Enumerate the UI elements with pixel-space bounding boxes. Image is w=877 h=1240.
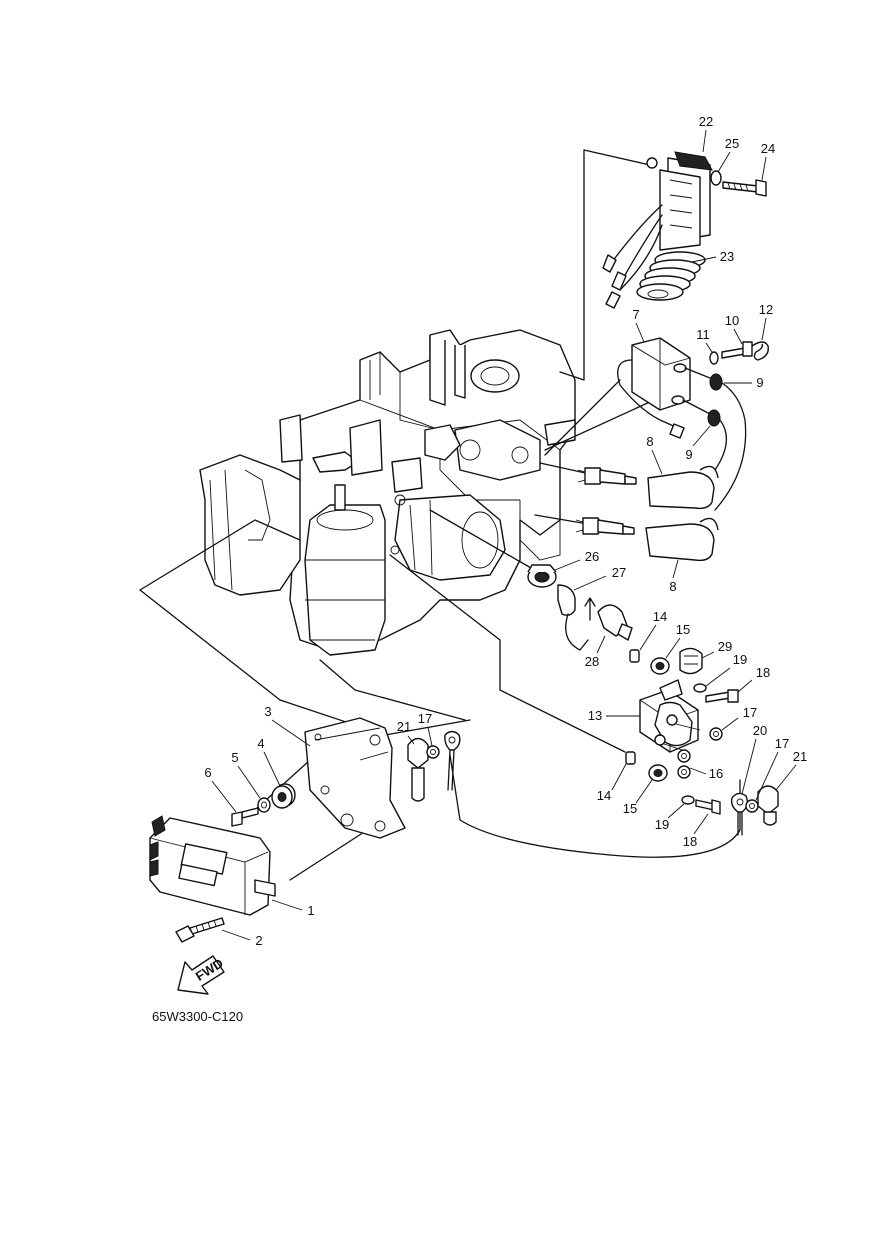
relay-nut [677,749,691,779]
cdi-collar [257,797,271,813]
callout-15-lower: 15 [623,801,637,816]
callout-8-lower: 8 [669,579,676,594]
collar-pin-lower [625,751,636,765]
callout-25: 25 [725,136,739,151]
callout-14-lower: 14 [597,788,611,803]
callout-9-lower: 9 [685,447,692,462]
callout-19-lower: 19 [655,817,669,832]
callout-14-upper: 14 [653,609,667,624]
thermo-cover [584,597,633,641]
terminal-cover-right [757,785,779,826]
callout-15-upper: 15 [676,622,690,637]
cdi-bracket-bolt [231,807,259,827]
washer-upper [693,683,707,693]
callout-4: 4 [257,736,264,751]
callout-2: 2 [255,933,262,948]
plug-cap-lower [645,517,719,562]
callout-6: 6 [204,765,211,780]
callout-17-left: 17 [418,711,432,726]
callout-17-right: 17 [775,736,789,751]
coil-bolt [721,341,753,359]
starter-relay [654,701,701,751]
callout-16: 16 [709,766,723,781]
plug-cap-upper [647,465,719,510]
cdi-bracket [304,717,406,839]
callout-10: 10 [725,313,739,328]
leader-lines [139,149,741,906]
callout-3: 3 [264,704,271,719]
callout-24: 24 [761,141,775,156]
callout-17-relay: 17 [743,705,757,720]
callout-8-upper: 8 [646,434,653,449]
callout-21-left: 21 [397,719,411,734]
nut-17-left [426,745,440,759]
nut-17-right [745,799,759,813]
rectifier-bolt [722,179,767,197]
rectifier-grommet [636,251,706,301]
callout-19-upper: 19 [733,652,747,667]
relay-nut-17 [709,727,723,741]
callout-21-right: 21 [793,749,807,764]
callout-9-upper: 9 [756,375,763,390]
cord-clamp [751,341,769,361]
spark-plug-upper [577,467,637,485]
callout-labels: 22 25 24 23 7 11 10 12 9 9 8 8 26 27 28 … [204,114,807,948]
callout-22: 22 [699,114,713,129]
cdi-unit [149,815,276,916]
callout-27: 27 [612,565,626,580]
cdi-bolt [175,917,225,943]
callout-11: 11 [696,327,710,342]
callout-18-upper: 18 [756,665,770,680]
callout-18-lower: 18 [683,834,697,849]
drawing-code: 65W3300-C120 [152,1009,243,1024]
terminal-cover-left [407,737,429,802]
callout-23: 23 [720,249,734,264]
thermo-switch [527,564,557,588]
relay-grommet-upper [650,657,670,675]
fwd-arrow-icon: FWD [177,955,226,995]
relay-grommet-lower [648,764,668,782]
thermo-cap [557,584,589,651]
ignition-coil [617,337,747,511]
relay-cover [679,647,703,675]
spark-plug-lower [575,517,635,535]
bolt-upper [705,689,739,703]
callout-1: 1 [307,903,314,918]
callout-20: 20 [753,723,767,738]
coil-washer [709,351,719,365]
callout-7: 7 [632,307,639,322]
callout-13: 13 [588,708,602,723]
ring-terminal-left [444,730,461,791]
washer-lower [681,795,695,805]
callout-29: 29 [718,639,732,654]
callout-28: 28 [585,654,599,669]
bolt-lower [695,799,721,815]
engine-block [199,329,576,656]
callout-26: 26 [585,549,599,564]
rectifier-collar [710,170,722,186]
cdi-grommet [271,783,296,809]
callout-12: 12 [759,302,773,317]
callout-5: 5 [231,750,238,765]
collar-pin-upper [629,649,640,663]
rectifier-regulator [602,151,713,309]
